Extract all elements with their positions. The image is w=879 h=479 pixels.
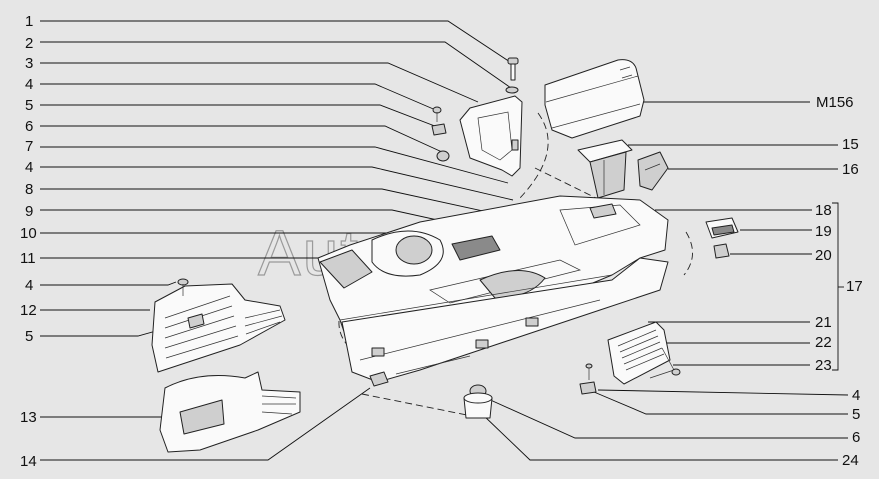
armrest-lid-m156 bbox=[544, 59, 645, 139]
callout-right-22: 22 bbox=[815, 334, 832, 351]
callout-right-24: 24 bbox=[842, 452, 859, 469]
callout-right-5: 5 bbox=[852, 406, 860, 423]
callout-right-15: 15 bbox=[842, 136, 859, 153]
callout-left-7: 7 bbox=[25, 138, 33, 155]
callout-left-1: 1 bbox=[25, 13, 33, 30]
side-panel-part-12 bbox=[151, 278, 286, 373]
left-callouts: 1 2 3 4 5 6 7 4 8 9 10 11 4 12 5 13 14 bbox=[20, 13, 37, 470]
lower-trim-part-13 bbox=[159, 371, 301, 453]
callout-left-8: 4 bbox=[25, 159, 33, 176]
callout-left-6: 6 bbox=[25, 118, 33, 135]
callout-right-23: 23 bbox=[815, 357, 832, 374]
callout-right-4: 4 bbox=[852, 387, 860, 404]
callout-left-9: 8 bbox=[25, 181, 33, 198]
callout-right-6: 6 bbox=[852, 429, 860, 446]
bumper-part-24 bbox=[463, 384, 493, 419]
right-leader-lines bbox=[481, 101, 849, 461]
bolt-part-1 bbox=[505, 57, 519, 94]
group-17-bracket bbox=[832, 202, 839, 371]
callout-left-11: 10 bbox=[20, 225, 37, 242]
callout-right-20: 20 bbox=[815, 247, 832, 264]
callout-left-12: 11 bbox=[20, 250, 36, 267]
callout-right-17: 17 bbox=[846, 278, 863, 295]
bracket-plate-part-3 bbox=[459, 95, 523, 177]
cupholder-insert-part-15 bbox=[577, 139, 633, 199]
callout-left-2: 2 bbox=[25, 35, 33, 52]
center-console-body bbox=[317, 195, 669, 387]
callout-left-14: 12 bbox=[20, 302, 37, 319]
callout-right-18: 18 bbox=[815, 202, 832, 219]
fasteners-bottom-right bbox=[579, 363, 597, 395]
switch-block-parts-21-23 bbox=[607, 321, 681, 385]
switch-parts-19-20 bbox=[705, 217, 739, 259]
callout-right-19: 19 bbox=[815, 223, 832, 240]
callout-left-17: 14 bbox=[20, 453, 37, 470]
callout-left-16: 13 bbox=[20, 409, 37, 426]
callout-right-16: 16 bbox=[842, 161, 859, 178]
callout-left-5: 5 bbox=[25, 97, 33, 114]
clip-part-16 bbox=[637, 151, 669, 191]
callout-right-m156: M156 bbox=[816, 94, 854, 111]
screw-nut-grommet-group bbox=[431, 106, 450, 162]
callout-left-3: 3 bbox=[25, 55, 33, 72]
callout-right-21: 21 bbox=[815, 314, 832, 331]
callout-left-13: 4 bbox=[25, 277, 33, 294]
callout-left-10: 9 bbox=[25, 203, 33, 220]
callout-left-4: 4 bbox=[25, 76, 33, 93]
right-callouts: M156 15 16 18 19 20 17 21 22 23 4 5 6 24 bbox=[815, 94, 863, 469]
callout-left-15: 5 bbox=[25, 328, 33, 345]
